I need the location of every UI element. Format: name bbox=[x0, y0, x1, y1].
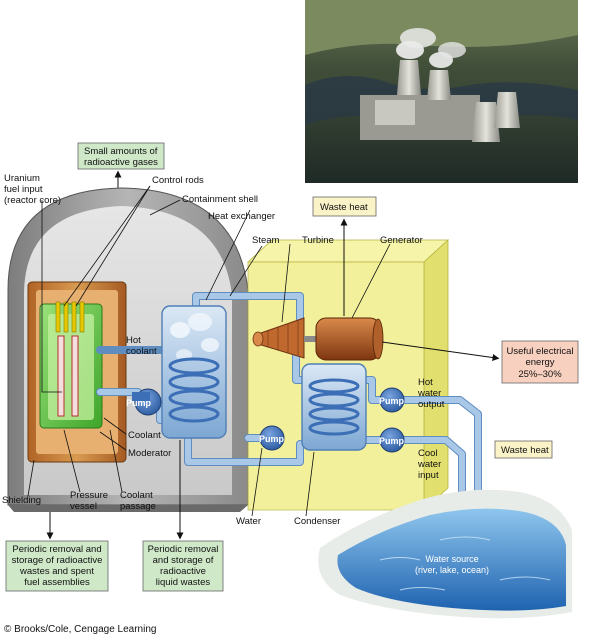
containment-shell-label: Containment shell bbox=[182, 194, 258, 205]
useful-energy-arrow bbox=[381, 341, 500, 361]
cool-water-label-3: input bbox=[418, 470, 439, 481]
gases-box: Small amounts of radioactive gases bbox=[77, 142, 165, 170]
waste-heat-top-box: Waste heat bbox=[312, 196, 377, 217]
control-rod bbox=[63, 301, 69, 333]
pump-label: Pump bbox=[259, 434, 285, 444]
water-label: Water bbox=[236, 516, 261, 527]
removal-solid-line2: storage of radioactive bbox=[12, 555, 103, 566]
cooling-tower-photo bbox=[472, 102, 500, 142]
generator-label: Generator bbox=[380, 235, 423, 246]
uranium-label-2: fuel input bbox=[4, 184, 43, 195]
condenser-label: Condenser bbox=[294, 516, 340, 527]
credit-line: © Brooks/Cole, Cengage Learning bbox=[4, 624, 157, 635]
water-source bbox=[318, 489, 572, 619]
removal-liquid-line4: liquid wastes bbox=[156, 577, 211, 588]
waste-heat-top-label: Waste heat bbox=[320, 202, 368, 213]
shielding-label: Shielding bbox=[2, 495, 41, 506]
removal-solid-line4: fuel assemblies bbox=[24, 577, 90, 588]
pump-reactor: Pump bbox=[126, 388, 162, 416]
steam-label: Steam bbox=[252, 235, 280, 246]
control-rod bbox=[55, 301, 61, 333]
gases-line1: Small amounts of bbox=[84, 146, 158, 157]
removal-solid-box: Periodic removal and storage of radioact… bbox=[5, 540, 109, 592]
pressure-vessel-label-1: Pressure bbox=[70, 490, 108, 501]
pump-label: Pump bbox=[379, 436, 405, 446]
hot-water-label-3: output bbox=[418, 399, 445, 410]
cool-water-label-1: Cool bbox=[418, 448, 438, 459]
fuel-rod bbox=[71, 335, 79, 417]
pump-hot-water: Pump bbox=[379, 387, 405, 413]
pressure-vessel-label-2: vessel bbox=[70, 501, 97, 512]
waste-heat-right-box: Waste heat bbox=[494, 440, 553, 459]
control-rods-label: Control rods bbox=[152, 175, 204, 186]
hot-water-label-2: water bbox=[417, 388, 441, 399]
hot-coolant-label-1: Hot bbox=[126, 335, 141, 346]
uranium-label-1: Uranium bbox=[4, 173, 40, 184]
pump-label: Pump bbox=[379, 396, 405, 406]
turbine-shaft bbox=[304, 336, 318, 342]
removal-liquid-line3: radioactive bbox=[160, 566, 206, 577]
coolant-passage-label-2: passage bbox=[120, 501, 156, 512]
control-rod bbox=[79, 301, 85, 333]
cooling-tower-photo bbox=[397, 60, 421, 95]
hot-water-label-1: Hot bbox=[418, 377, 433, 388]
water-source-label-1: Water source bbox=[425, 554, 478, 564]
pump-condenser-left: Pump bbox=[259, 425, 285, 451]
leader-lines bbox=[27, 185, 391, 517]
generator bbox=[315, 317, 384, 361]
aerial-photo bbox=[305, 0, 578, 183]
reactor-core bbox=[39, 301, 103, 429]
removal-liquid-box: Periodic removal and storage of radioact… bbox=[142, 540, 224, 592]
uranium-label-3: (reactor core) bbox=[4, 195, 61, 206]
cooling-tower-photo bbox=[427, 70, 451, 100]
turbine bbox=[252, 317, 305, 359]
heat-exchanger bbox=[161, 305, 227, 439]
pipes bbox=[96, 292, 482, 534]
condenser bbox=[301, 363, 367, 451]
useful-energy-line3: 25%–30% bbox=[518, 369, 562, 380]
removal-solid-line3: wastes and spent bbox=[19, 566, 94, 577]
waste-heat-right-label: Waste heat bbox=[501, 445, 549, 456]
turbine-label: Turbine bbox=[302, 235, 334, 246]
coolant-label: Coolant bbox=[128, 430, 161, 441]
control-rod bbox=[71, 301, 77, 333]
water-source-label-2: (river, lake, ocean) bbox=[415, 565, 489, 575]
heat-exchanger-label: Heat exchanger bbox=[208, 211, 275, 222]
removal-liquid-line2: and storage of bbox=[153, 555, 214, 566]
useful-energy-line1: Useful electrical bbox=[506, 346, 573, 357]
gases-line2: radioactive gases bbox=[84, 157, 158, 168]
useful-energy-line2: energy bbox=[525, 357, 554, 368]
hot-coolant-label-2: coolant bbox=[126, 346, 157, 357]
cooling-tower-photo bbox=[494, 92, 520, 128]
removal-solid-line1: Periodic removal and bbox=[12, 544, 101, 555]
fuel-rod bbox=[57, 335, 65, 417]
cool-water-label-2: water bbox=[417, 459, 441, 470]
coolant-passage-label-1: Coolant bbox=[120, 490, 153, 501]
pump-cool-water: Pump bbox=[379, 427, 405, 453]
useful-energy-box: Useful electrical energy 25%–30% bbox=[501, 340, 579, 384]
pump-label: Pump bbox=[126, 398, 152, 408]
removal-liquid-line1: Periodic removal bbox=[148, 544, 219, 555]
moderator-label: Moderator bbox=[128, 448, 171, 459]
